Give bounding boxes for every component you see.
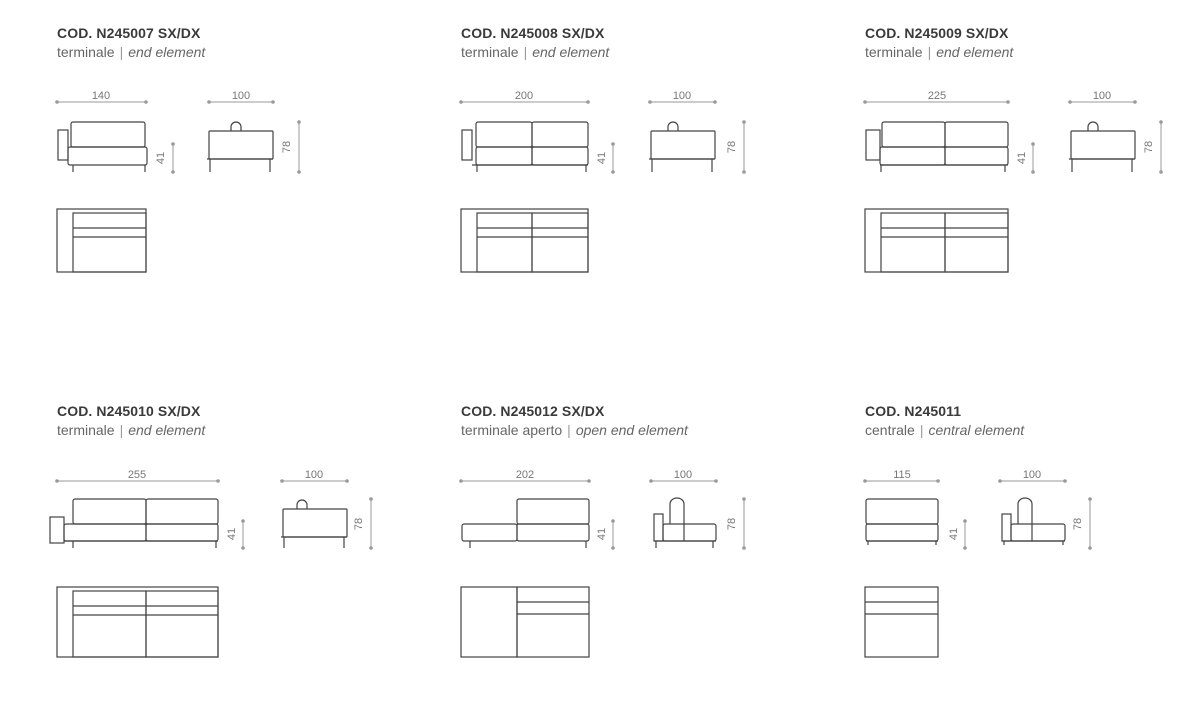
side-view-drawing	[1001, 497, 1066, 545]
top-view-drawing	[864, 586, 939, 658]
label-english: open end element	[575, 422, 688, 438]
width-dimension: 115	[893, 469, 911, 481]
seat-height-dimension: 41	[155, 152, 167, 164]
label-separator: |	[119, 422, 124, 438]
module-n245011: COD. N245011 centrale|central element	[863, 403, 1200, 723]
height-dimension: 78	[1072, 518, 1084, 530]
side-view-drawing	[1069, 121, 1136, 172]
module-drawings: 255 100 41 78	[49, 469, 373, 658]
height-dimension: 78	[726, 141, 738, 153]
label-separator: |	[927, 44, 932, 60]
module-n245008: COD. N245008 SX/DX terminale|end element	[459, 25, 841, 345]
side-view-drawing	[653, 497, 717, 548]
product-code: COD. N245007 SX/DX	[57, 25, 201, 41]
width-dimension: 200	[515, 90, 533, 102]
depth-dimension: 100	[305, 469, 323, 481]
top-view-drawing	[56, 208, 147, 273]
product-code: COD. N245009 SX/DX	[865, 25, 1009, 41]
side-view-drawing	[281, 499, 348, 548]
front-view-drawing	[57, 121, 148, 172]
module-n245007: COD. N245007 SX/DX terminale|end element	[55, 25, 437, 345]
width-dimension: 202	[516, 469, 534, 481]
label-english: end element	[128, 422, 206, 438]
height-dimension: 78	[353, 518, 365, 530]
product-description: terminale|end element	[57, 422, 205, 438]
module-n245012: COD. N245012 SX/DX terminale aperto|open…	[459, 403, 841, 723]
product-code: COD. N245011	[865, 403, 962, 419]
label-separator: |	[523, 44, 528, 60]
front-view-drawing	[865, 498, 939, 545]
label-italian: terminale	[57, 422, 115, 438]
module-n245010: COD. N245010 SX/DX terminale|end element	[49, 403, 437, 723]
width-dimension: 255	[128, 469, 146, 481]
front-view-drawing	[461, 121, 589, 172]
seat-height-dimension: 41	[226, 528, 238, 540]
front-view-drawing	[49, 498, 219, 548]
depth-dimension: 100	[674, 469, 692, 481]
product-code: COD. N245012 SX/DX	[461, 403, 605, 419]
seat-height-dimension: 41	[596, 152, 608, 164]
height-dimension: 78	[281, 141, 293, 153]
label-italian: terminale	[865, 44, 923, 60]
label-english: end element	[532, 44, 610, 60]
side-view-drawing	[649, 121, 716, 172]
height-dimension: 78	[1143, 141, 1155, 153]
top-view-drawing	[460, 208, 589, 273]
seat-height-dimension: 41	[948, 528, 960, 540]
module-drawings: 202 100 41 78	[459, 469, 746, 658]
label-italian: terminale aperto	[461, 422, 563, 438]
product-description: terminale|end element	[461, 44, 609, 60]
depth-dimension: 100	[232, 90, 250, 102]
top-view-drawing	[864, 208, 1009, 273]
width-dimension: 225	[928, 90, 946, 102]
height-dimension: 78	[726, 518, 738, 530]
top-view-drawing	[56, 586, 219, 658]
product-description: centrale|central element	[865, 422, 1024, 438]
label-english: central element	[928, 422, 1025, 438]
front-view-drawing	[461, 498, 590, 548]
label-english: end element	[936, 44, 1014, 60]
module-n245009: COD. N245009 SX/DX terminale|end element	[863, 25, 1200, 345]
product-description: terminale aperto|open end element	[461, 422, 688, 438]
product-description: terminale|end element	[865, 44, 1013, 60]
seat-height-dimension: 41	[596, 528, 608, 540]
product-description: terminale|end element	[57, 44, 205, 60]
label-italian: terminale	[57, 44, 115, 60]
front-view-drawing	[865, 121, 1009, 172]
label-italian: terminale	[461, 44, 519, 60]
top-view-drawing	[460, 586, 590, 658]
depth-dimension: 100	[673, 90, 691, 102]
label-separator: |	[119, 44, 124, 60]
seat-height-dimension: 41	[1016, 152, 1028, 164]
label-separator: |	[919, 422, 924, 438]
module-drawings: 225 100 41 78	[863, 90, 1163, 273]
label-separator: |	[567, 422, 571, 438]
width-dimension: 140	[92, 90, 110, 102]
side-view-drawing	[207, 121, 274, 172]
product-code: COD. N245010 SX/DX	[57, 403, 201, 419]
depth-dimension: 100	[1023, 469, 1041, 481]
module-drawings: 140 100 41 78	[55, 90, 301, 273]
product-code: COD. N245008 SX/DX	[461, 25, 605, 41]
label-english: end element	[128, 44, 206, 60]
module-drawings: 115 100 41 78	[863, 469, 1092, 658]
module-drawings: 200 100 41 78	[459, 90, 746, 273]
depth-dimension: 100	[1093, 90, 1111, 102]
label-italian: centrale	[865, 422, 915, 438]
